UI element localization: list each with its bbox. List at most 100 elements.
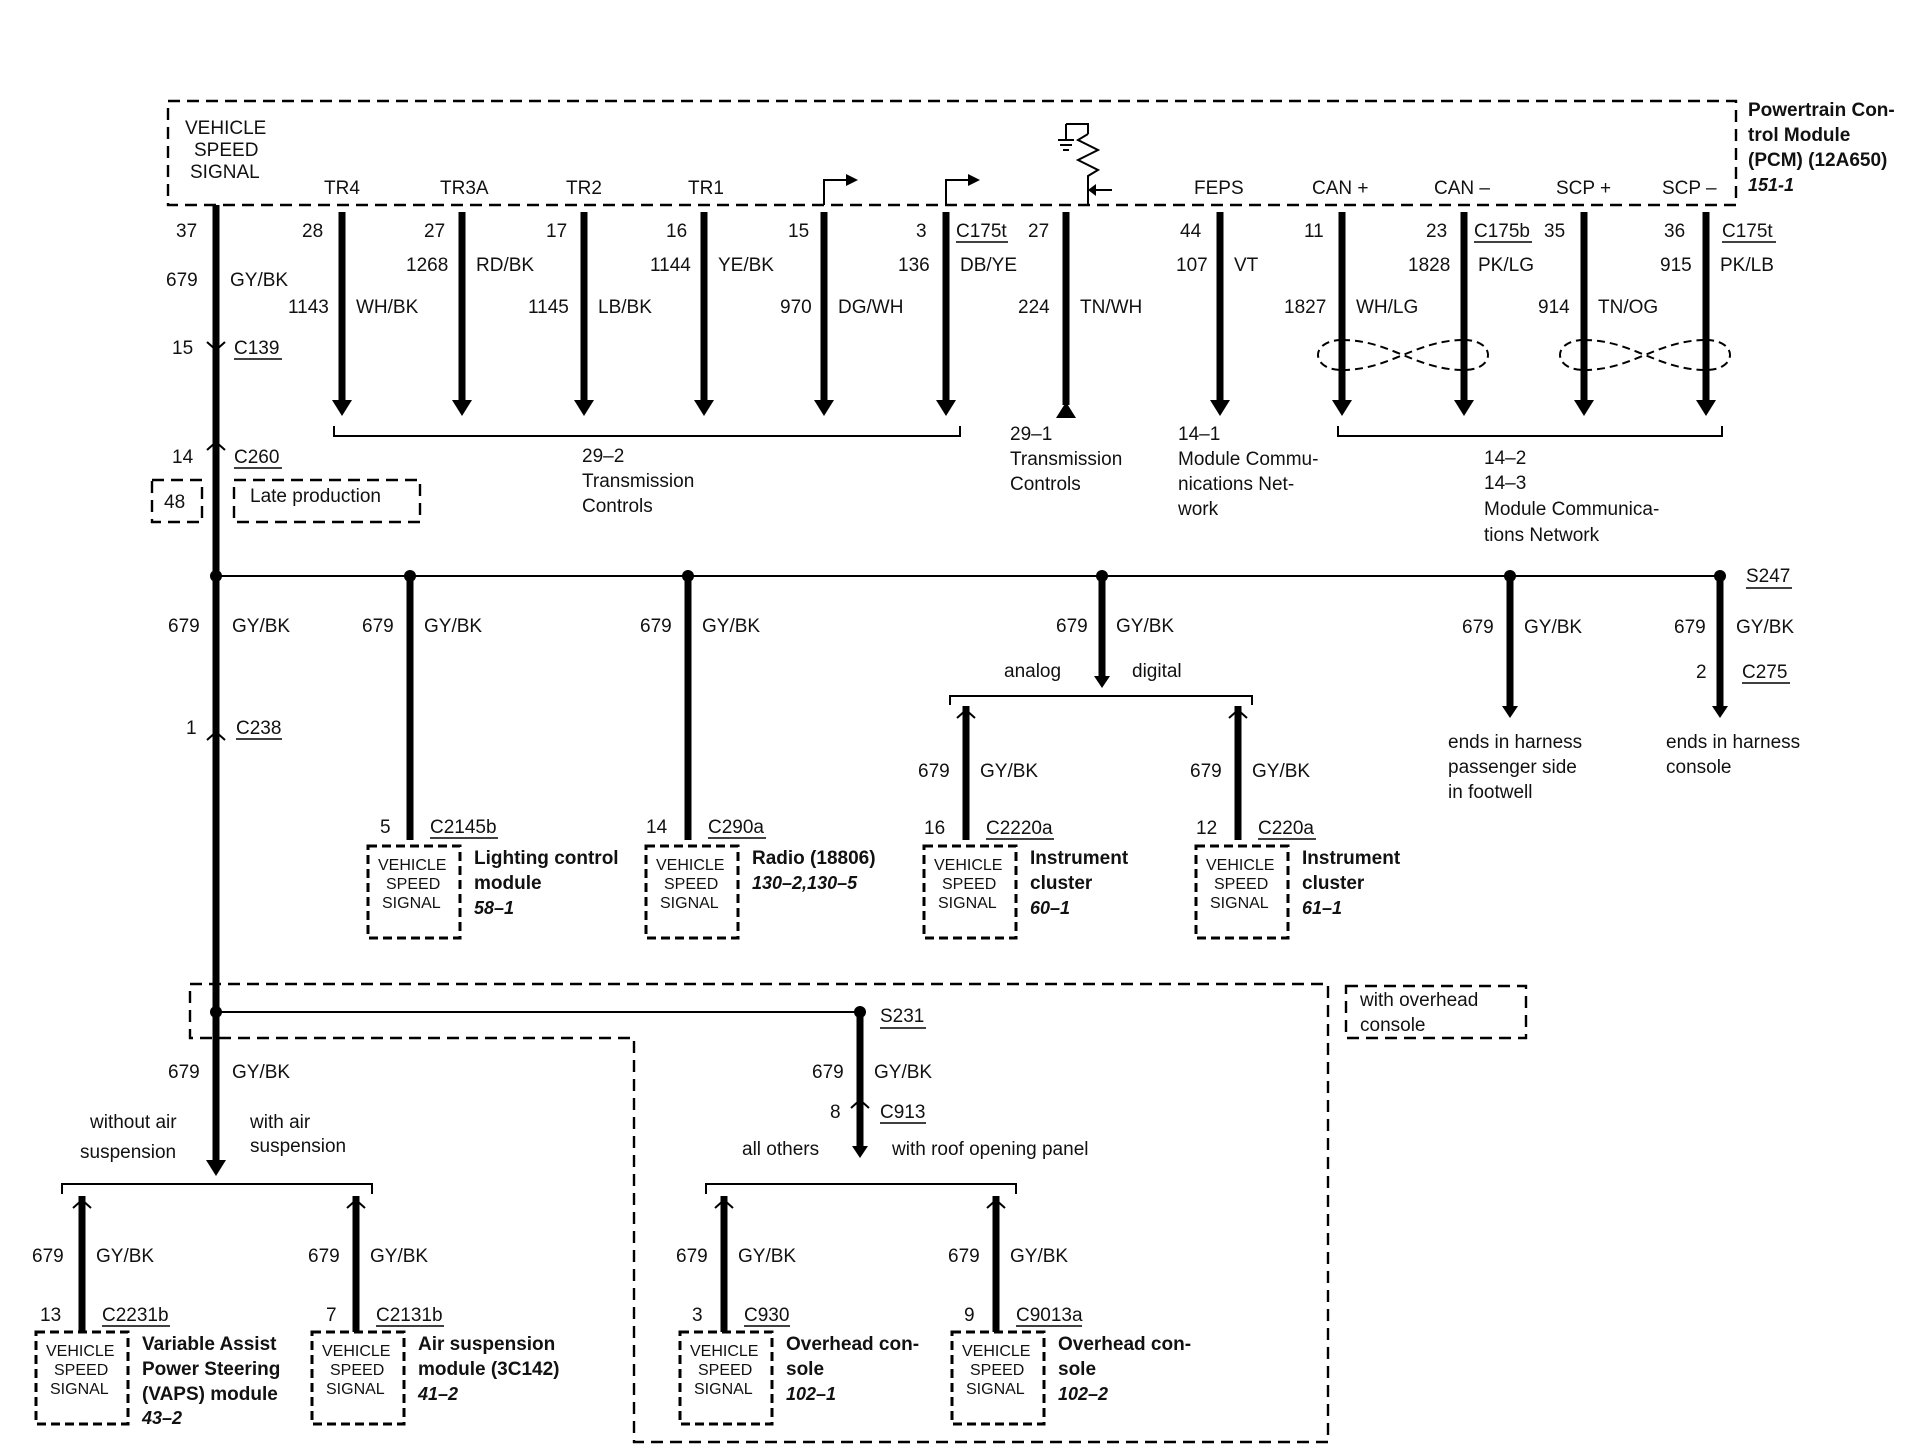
svg-text:60–1: 60–1 <box>1030 898 1070 918</box>
svg-text:GY/BK: GY/BK <box>980 761 1038 782</box>
svg-text:61–1: 61–1 <box>1302 898 1342 918</box>
svg-text:27: 27 <box>1028 221 1049 242</box>
svg-text:Controls: Controls <box>1010 474 1081 495</box>
svg-text:970: 970 <box>780 297 812 318</box>
svg-text:SIGNAL: SIGNAL <box>660 895 719 912</box>
svg-text:GY/BK: GY/BK <box>424 616 482 637</box>
svg-text:C9013a: C9013a <box>1016 1305 1083 1326</box>
svg-text:102–1: 102–1 <box>786 1384 836 1404</box>
pcm-wire-pin3: 3 C175t 136 DB/YE <box>898 174 1017 416</box>
svg-text:(PCM) (12A650): (PCM) (12A650) <box>1748 150 1887 171</box>
svg-text:S231: S231 <box>880 1006 924 1027</box>
svg-text:SPEED: SPEED <box>970 1362 1024 1379</box>
pcm-title: Powertrain Con- trol Module (PCM) (12A65… <box>1748 100 1895 195</box>
svg-text:SCP –: SCP – <box>1662 178 1717 199</box>
svg-text:136: 136 <box>898 255 930 276</box>
svg-text:151-1: 151-1 <box>1748 175 1794 195</box>
svg-text:C2220a: C2220a <box>986 818 1053 839</box>
svg-text:C139: C139 <box>234 338 279 359</box>
svg-text:trol Module: trol Module <box>1748 125 1850 146</box>
svg-text:without air: without air <box>89 1112 177 1133</box>
svg-text:SIGNAL: SIGNAL <box>938 895 997 912</box>
svg-text:48: 48 <box>164 492 185 513</box>
can-twisted-pair <box>1317 339 1489 371</box>
svg-text:1268: 1268 <box>406 255 448 276</box>
svg-text:679: 679 <box>362 616 394 637</box>
svg-text:VEHICLE: VEHICLE <box>322 1343 390 1360</box>
pcm-wire-pin15: 15 970 DG/WH <box>780 174 903 416</box>
svg-text:SPEED: SPEED <box>194 140 258 161</box>
svg-text:C2145b: C2145b <box>430 817 497 838</box>
svg-text:14: 14 <box>646 817 668 838</box>
svg-text:GY/BK: GY/BK <box>230 270 288 291</box>
svg-text:679: 679 <box>168 1062 200 1083</box>
svg-text:15: 15 <box>788 221 809 242</box>
svg-text:sole: sole <box>1058 1359 1096 1380</box>
svg-text:cluster: cluster <box>1302 873 1365 894</box>
svg-text:29–2: 29–2 <box>582 446 624 467</box>
svg-text:CAN –: CAN – <box>1434 178 1490 199</box>
svg-text:S247: S247 <box>1746 566 1790 587</box>
svg-text:58–1: 58–1 <box>474 898 514 918</box>
svg-text:GY/BK: GY/BK <box>702 616 760 637</box>
pcm-wire-tr1: TR1 16 1144 YE/BK <box>650 178 774 416</box>
module-instrument-cluster-digital: VEHICLE SPEED SIGNAL Instrument cluster … <box>1194 844 1401 940</box>
svg-text:Controls: Controls <box>582 496 653 517</box>
svg-text:suspension: suspension <box>80 1142 176 1163</box>
svg-text:915: 915 <box>1660 255 1692 276</box>
svg-text:12: 12 <box>1196 818 1217 839</box>
svg-text:C275: C275 <box>1742 662 1787 683</box>
svg-text:SPEED: SPEED <box>1214 876 1268 893</box>
branch-radio: 679 GY/BK 14 C290a <box>640 576 766 840</box>
svg-text:C930: C930 <box>744 1305 789 1326</box>
svg-text:TR1: TR1 <box>688 178 724 199</box>
svg-text:GY/BK: GY/BK <box>370 1246 428 1267</box>
svg-text:GY/BK: GY/BK <box>1252 761 1310 782</box>
svg-text:107: 107 <box>1176 255 1208 276</box>
svg-text:679: 679 <box>918 761 950 782</box>
svg-text:SIGNAL: SIGNAL <box>326 1381 385 1398</box>
svg-text:679: 679 <box>1190 761 1222 782</box>
svg-text:16: 16 <box>666 221 687 242</box>
svg-text:679: 679 <box>1674 617 1706 638</box>
svg-text:C260: C260 <box>234 447 279 468</box>
svg-text:7: 7 <box>326 1305 337 1326</box>
svg-text:Radio (18806): Radio (18806) <box>752 848 876 869</box>
svg-text:Instrument: Instrument <box>1302 848 1401 869</box>
svg-text:Transmission: Transmission <box>1010 449 1122 470</box>
module-air-suspension: VEHICLE SPEED SIGNAL Air suspension modu… <box>310 1330 559 1426</box>
svg-text:SPEED: SPEED <box>386 876 440 893</box>
svg-text:1828: 1828 <box>1408 255 1450 276</box>
svg-text:WH/LG: WH/LG <box>1356 297 1418 318</box>
svg-text:digital: digital <box>1132 661 1182 682</box>
svg-text:VEHICLE: VEHICLE <box>46 1343 114 1360</box>
svg-text:35: 35 <box>1544 221 1565 242</box>
svg-text:29–1: 29–1 <box>1010 424 1052 445</box>
svg-text:23: 23 <box>1426 221 1447 242</box>
svg-text:sole: sole <box>786 1359 824 1380</box>
svg-text:C290a: C290a <box>708 817 764 838</box>
svg-text:679: 679 <box>308 1246 340 1267</box>
svg-text:with overhead: with overhead <box>1359 990 1478 1011</box>
svg-text:PK/LG: PK/LG <box>1478 255 1534 276</box>
svg-text:27: 27 <box>424 221 445 242</box>
svg-text:C238: C238 <box>236 718 281 739</box>
module-vaps: VEHICLE SPEED SIGNAL Variable Assist Pow… <box>34 1330 280 1428</box>
pcm-wire-scp-minus: SCP – 36 C175t 915 PK/LB <box>1660 178 1776 416</box>
pcm-wire-tr4: TR4 28 1143 WH/BK <box>288 178 419 416</box>
svg-text:module (3C142): module (3C142) <box>418 1359 559 1380</box>
svg-text:VEHICLE: VEHICLE <box>690 1343 758 1360</box>
svg-text:5: 5 <box>380 817 391 838</box>
svg-text:C913: C913 <box>880 1102 925 1123</box>
pcm-wire-tr3a: TR3A 27 1268 RD/BK <box>406 178 534 416</box>
svg-text:679: 679 <box>640 616 672 637</box>
svg-text:DB/YE: DB/YE <box>960 255 1017 276</box>
pcm-wire-can-plus: CAN + 11 1827 WH/LG <box>1284 178 1418 416</box>
pcm-vss-label: VEHICLE SPEED SIGNAL <box>185 118 266 183</box>
svg-text:RD/BK: RD/BK <box>476 255 534 276</box>
splice-bus-s247: S247 <box>210 566 1792 589</box>
svg-text:module: module <box>474 873 542 894</box>
svg-text:914: 914 <box>1538 297 1570 318</box>
svg-text:Overhead con-: Overhead con- <box>786 1334 919 1355</box>
svg-text:PK/LB: PK/LB <box>1720 255 1774 276</box>
